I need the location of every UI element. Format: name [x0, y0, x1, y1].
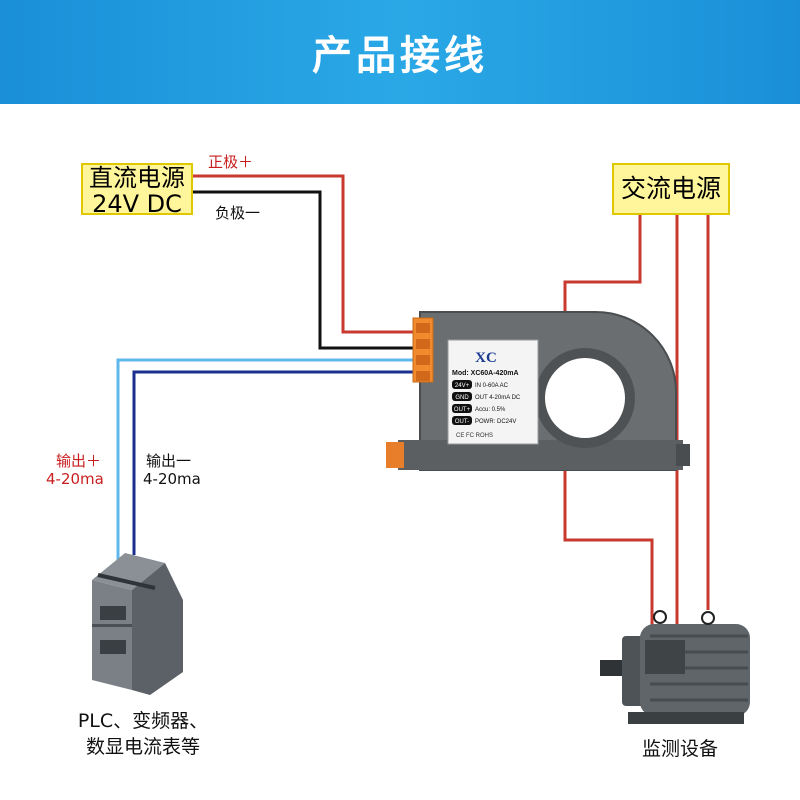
ac-power-source: 交流电源 [612, 163, 730, 215]
output-negative-range: 4-20ma [143, 470, 201, 488]
dc-source-voltage: 24V DC [92, 190, 182, 218]
sensor-row-pin: 24V+ [455, 383, 470, 389]
dc-power-source: 直流电源 24V DC [81, 163, 193, 218]
sensor-brand-logo: XC [475, 350, 497, 366]
ac-source-label: 交流电源 [620, 174, 721, 203]
sensor-row-spec: OUT 4-20mA DC [475, 395, 521, 401]
sensor-model: Mod: XC60A-420mA [452, 370, 519, 377]
current-sensor: XC Mod: XC60A-420mA 24V+ IN 0-60A AC GND… [386, 311, 690, 471]
sensor-row-pin: OUT- [455, 419, 469, 425]
plc-device [92, 553, 183, 695]
page-title: 产品接线 [312, 33, 488, 79]
output-negative-label: 输出一 [146, 452, 192, 470]
sensor-row-spec: IN 0-60A AC [475, 383, 509, 389]
sensor-row-spec: Accu: 0.5% [475, 407, 506, 413]
plc-caption: PLC、变频器、 数显电流表等 [48, 708, 238, 760]
dc-source-name: 直流电源 [89, 164, 185, 192]
plc-caption-line1: PLC、变频器、 [77, 710, 209, 732]
positive-label: 正极＋ [208, 153, 254, 171]
output-positive-label: 输出＋ [56, 452, 102, 470]
sensor-certifications: CE FC ROHS [456, 433, 493, 439]
output-positive-range: 4-20ma [46, 470, 104, 488]
output-negative-wire [132, 370, 416, 555]
negative-wire [193, 190, 416, 350]
motor-caption: 监测设备 [641, 738, 718, 760]
negative-label: 负极一 [215, 204, 261, 222]
output-positive-wire [116, 358, 416, 565]
sensor-spec-rows: 24V+ IN 0-60A AC GND OUT 4-20mA DC OUT+ … [452, 380, 521, 425]
sensor-row-pin: OUT+ [454, 407, 471, 413]
header-banner: 产品接线 [0, 0, 800, 104]
positive-wire [193, 174, 416, 334]
sensor-row-pin: GND [455, 395, 469, 401]
motor [600, 610, 750, 724]
plc-caption-line2: 数显电流表等 [85, 736, 200, 758]
sensor-row-spec: POWR: DC24V [475, 419, 516, 425]
